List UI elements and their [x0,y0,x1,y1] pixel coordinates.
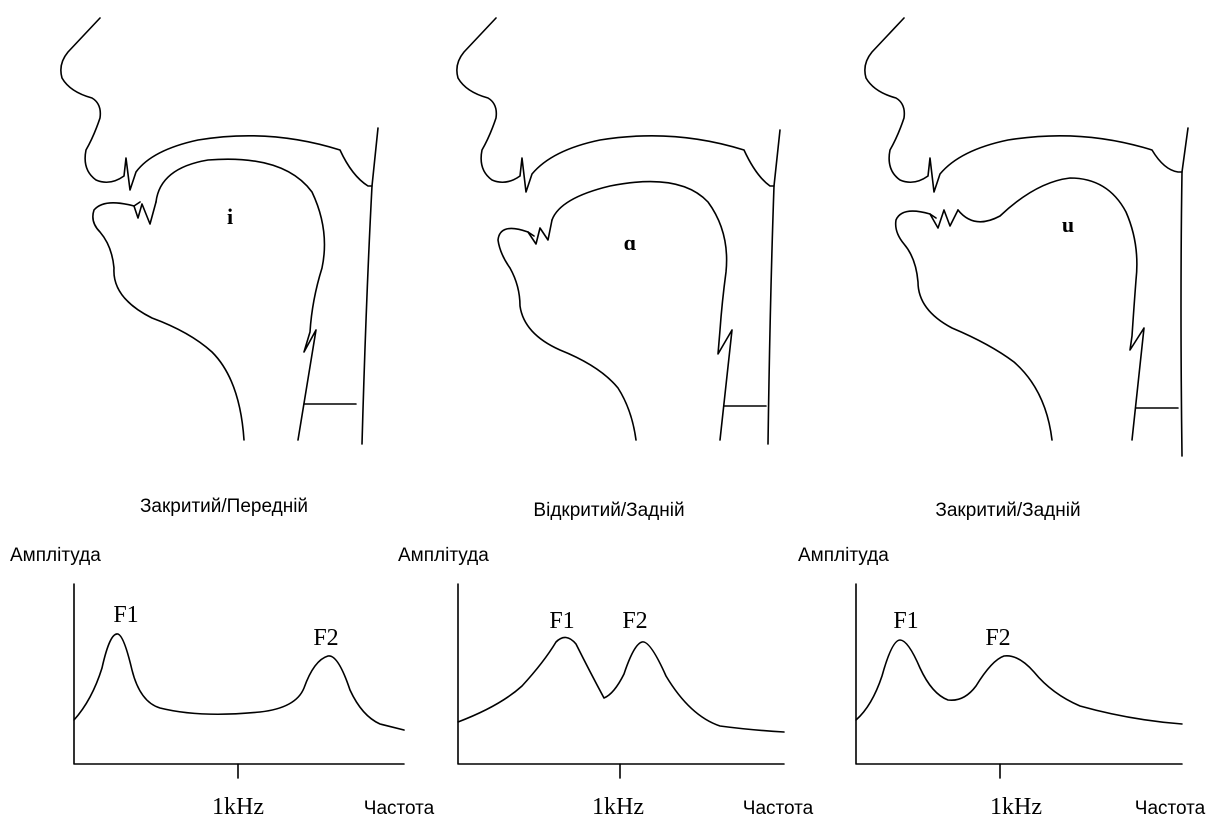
spectrum-u: Амплітуда F1 F2 1kHz Частота [798,545,1206,820]
tongue [958,178,1144,440]
vowel-symbol-i: i [227,204,233,229]
spectrum-curve [74,634,404,730]
x-axis-label: Частота [364,798,435,819]
x-tick-label: 1kHz [990,794,1042,820]
panel-u: u Закритий/Задній Амплітуда F1 F2 1kHz Ч… [798,18,1206,820]
caption-i: Закритий/Передній [140,496,308,517]
pharynx-wall [768,130,780,444]
tongue [156,159,324,440]
x-axis-label: Частота [1135,798,1206,819]
pharynx-wall [1181,128,1188,456]
caption-a: Відкритий/Задній [533,500,684,521]
pharynx-wall [362,128,378,444]
x-axis-label: Частота [743,798,814,819]
panel-i: i Закритий/Передній Амплітуда F1 F2 1kHz… [10,18,435,820]
vocal-tract-u [865,18,1188,456]
vocal-tract-a [457,18,780,444]
peak-label-f1: F1 [893,608,918,634]
spectrum-curve [856,640,1182,724]
peak-label-f1: F1 [549,608,574,634]
spectrum-curve [458,637,784,732]
peak-label-f2: F2 [313,625,338,651]
spectrum-i: Амплітуда F1 F2 1kHz Частота [10,545,435,820]
x-tick-label: 1kHz [592,794,644,820]
lower-teeth [528,220,552,244]
caption-u: Закритий/Задній [935,500,1080,521]
peak-label-f2: F2 [985,625,1010,651]
y-axis-label: Амплітуда [798,545,889,566]
tongue [552,182,732,440]
lower-teeth [134,202,156,224]
vocal-tract-i [61,18,378,444]
face-profile [61,18,372,190]
y-axis-label: Амплітуда [398,545,489,566]
lower-lip-chin [896,211,1052,440]
lower-teeth [930,210,958,228]
peak-label-f1: F1 [113,602,138,628]
peak-label-f2: F2 [622,608,647,634]
face-profile [865,18,1182,192]
lower-lip-chin [93,202,244,440]
face-profile [457,18,774,192]
panel-a: ɑ Відкритий/Задній Амплітуда F1 F2 1kHz … [398,18,814,820]
vowel-symbol-a: ɑ [624,230,637,255]
vowel-symbol-u: u [1062,212,1074,237]
axes [458,584,784,764]
lower-lip-chin [498,228,636,440]
spectrum-a: Амплітуда F1 F2 1kHz Частота [398,545,814,820]
x-tick-label: 1kHz [212,794,264,820]
y-axis-label: Амплітуда [10,545,101,566]
